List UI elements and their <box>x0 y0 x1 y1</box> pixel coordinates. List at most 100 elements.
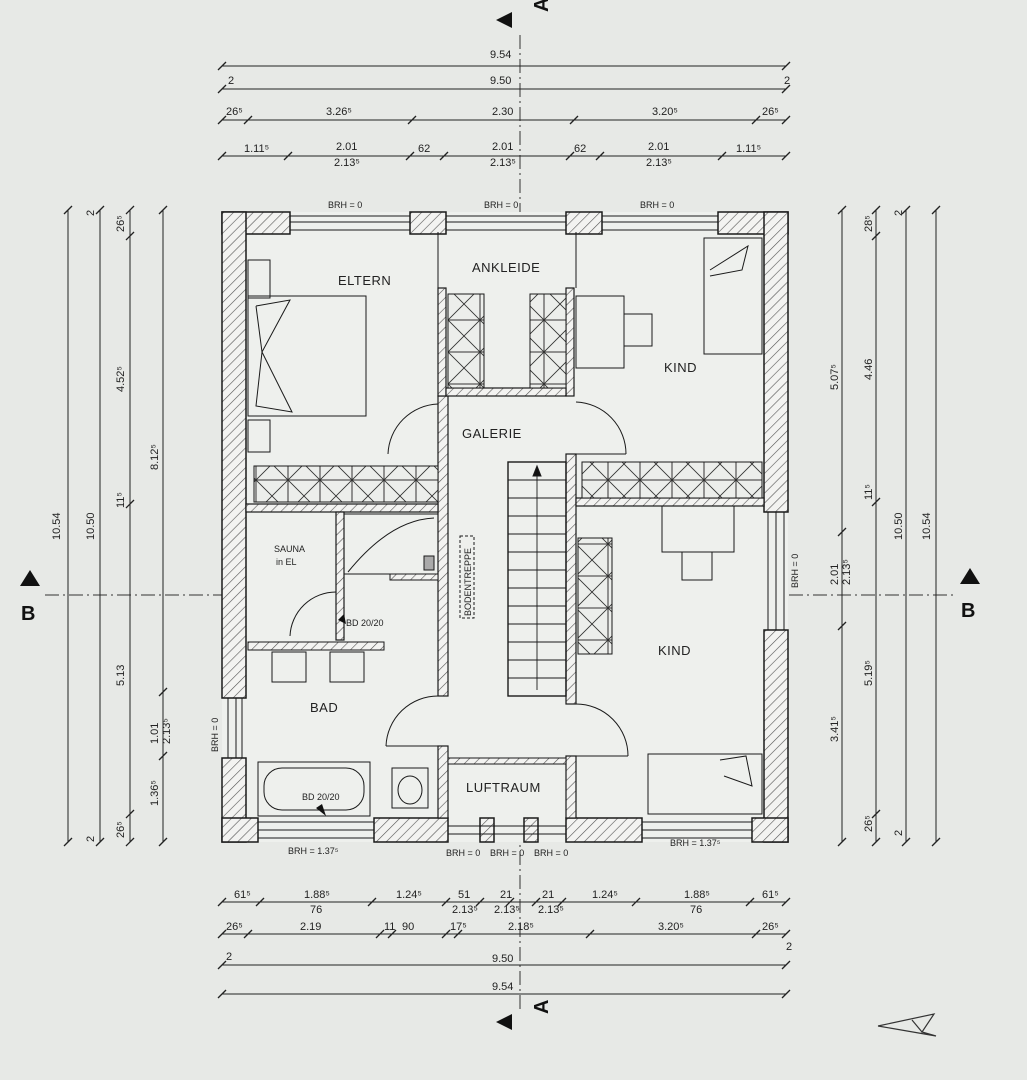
dim-top-row4-2: 62 <box>418 143 430 155</box>
windows-bottom <box>258 821 752 839</box>
staircase <box>507 461 567 697</box>
sink-2 <box>329 651 365 683</box>
section-marker-icon <box>960 568 980 584</box>
shower <box>343 513 439 575</box>
wall-west-horizontal <box>245 503 439 513</box>
window-top-3 <box>602 215 718 231</box>
wall-bottom-pier-1 <box>479 817 495 843</box>
dim-right-col3-0: 28⁵ <box>863 215 875 232</box>
section-marker-icon <box>20 570 40 586</box>
dim-top-row3-3: 3.20⁵ <box>652 106 678 118</box>
section-marker-icon <box>496 1014 512 1030</box>
brh-bottom-mid-3: BRH = 0 <box>534 848 568 858</box>
bed-kind-top <box>703 237 763 355</box>
wall-bottom-left <box>221 817 259 843</box>
dim-left-top-end: 2 <box>85 210 97 216</box>
dim-left-col4-1: 1.36⁵ <box>149 780 161 806</box>
dim-top-row4-3: 2.01 <box>492 141 513 153</box>
dim-bottom-row1-2: 1.24⁵ <box>396 889 422 901</box>
brh-bottom-left: BRH = 1.37⁵ <box>288 846 339 856</box>
wall-central-right-lower <box>565 755 577 819</box>
dim-left-col3-3: 5.13 <box>115 665 127 686</box>
section-marker-b-right: B <box>960 568 980 622</box>
dim-right-col4-1: 2.01 <box>829 564 841 585</box>
dim-top-row4-4: 62 <box>574 143 586 155</box>
section-label-b-right: B <box>961 600 975 622</box>
left-dimensions <box>63 205 168 847</box>
room-label-eltern: ELTERN <box>338 273 391 288</box>
dim-left-col3-1: 4.52⁵ <box>115 366 127 392</box>
wall-central-left-lower <box>437 745 449 819</box>
dim-top-row3-2: 2.30 <box>492 106 513 118</box>
dim-right-col3-4: 26⁵ <box>863 815 875 832</box>
right-dimensions <box>837 205 941 847</box>
dim-left-col3-0: 26⁵ <box>115 215 127 232</box>
window-top-1 <box>290 215 410 231</box>
toilet <box>391 767 429 809</box>
room-label-kind-bottom: KIND <box>658 643 691 658</box>
dim-bottom-row1-5: 21 <box>542 889 554 901</box>
floor-area <box>222 212 788 842</box>
dim-left-outer: 10.54 <box>51 512 63 540</box>
bed-kind-bottom <box>647 753 763 815</box>
wardrobe-ankleide-right <box>529 293 567 389</box>
dim-right-bottom-end: 2 <box>893 830 905 836</box>
dim-bottom-row2-7: 26⁵ <box>762 921 779 933</box>
top-dimensions <box>217 61 791 161</box>
window-left <box>227 698 243 758</box>
dim-bottom-row1-4: 21 <box>500 889 512 901</box>
wall-central-right <box>565 453 577 705</box>
room-label-kind-top: KIND <box>664 360 697 375</box>
dim-left-inner: 10.50 <box>85 512 97 540</box>
dim-bottom-overall-inner: 9.50 <box>492 953 513 965</box>
bathtub <box>257 761 371 817</box>
wall-bottom-pier-2 <box>523 817 539 843</box>
attic-ladder <box>459 535 475 619</box>
dim-right-col3-2: 11⁵ <box>863 484 875 500</box>
sink-counter <box>247 641 385 651</box>
stair-treads <box>508 470 566 690</box>
bd-label-1: BD 20/20 <box>346 618 384 628</box>
building <box>221 211 789 843</box>
wall-right-upper <box>763 211 789 513</box>
dim-left-col3-4: 26⁵ <box>115 821 127 838</box>
wardrobe-kind-bottom <box>577 537 613 655</box>
brh-top-1: BRH = 0 <box>328 200 362 210</box>
dim-bottom-end-a: 2 <box>226 951 232 963</box>
dim-top-overall-outer: 9.54 <box>490 49 511 61</box>
brh-bottom-mid-2: BRH = 0 <box>490 848 524 858</box>
section-marker-a-bottom: A <box>496 1000 553 1030</box>
brh-bottom-mid-1: BRH = 0 <box>446 848 480 858</box>
dim-bottom-row2-3: 90 <box>402 921 414 933</box>
room-label-galerie: GALERIE <box>462 426 522 441</box>
dim-bottom-row1-1: 1.88⁵ <box>304 889 330 901</box>
bd-marker-icon <box>338 614 346 624</box>
sink-1 <box>271 651 307 683</box>
bd-label-2: BD 20/20 <box>302 792 340 802</box>
wall-luftraum-top <box>447 757 567 765</box>
wardrobe-ankleide-left <box>447 293 485 389</box>
dim-bottom-row1-sub-4: 76 <box>690 904 702 916</box>
room-label-bodentreppe: BODENTREPPE <box>463 548 473 616</box>
dim-right-col4-0: 5.07⁵ <box>829 364 841 390</box>
room-label-sauna-sub: in EL <box>276 557 297 567</box>
wall-central-left <box>437 395 449 697</box>
dim-right-inner: 10.50 <box>893 512 905 540</box>
wall-bottom-mid-left <box>373 817 449 843</box>
dim-bottom-row2-6: 3.20⁵ <box>658 921 684 933</box>
section-marker-b-left: B <box>20 570 40 625</box>
dim-bottom-row2-5: 2.18⁵ <box>508 921 534 933</box>
brh-top-3: BRH = 0 <box>640 200 674 210</box>
dim-right-col3-3: 5.19⁵ <box>863 660 875 686</box>
wardrobe-eltern <box>253 465 439 503</box>
dim-top-row3-4: 26⁵ <box>762 106 779 118</box>
dim-bottom-row1-sub-1: 2.13⁵ <box>452 904 478 916</box>
dim-top-end-b: 2 <box>784 75 790 87</box>
dim-bottom-row2-1: 2.19 <box>300 921 321 933</box>
wall-ankleide-bottom <box>445 387 567 397</box>
furniture <box>247 237 763 817</box>
room-label-luftraum: LUFTRAUM <box>466 780 541 795</box>
section-marker-icon <box>496 12 512 28</box>
dim-bottom-row2-0: 26⁵ <box>226 921 243 933</box>
wall-right-lower <box>763 629 789 843</box>
